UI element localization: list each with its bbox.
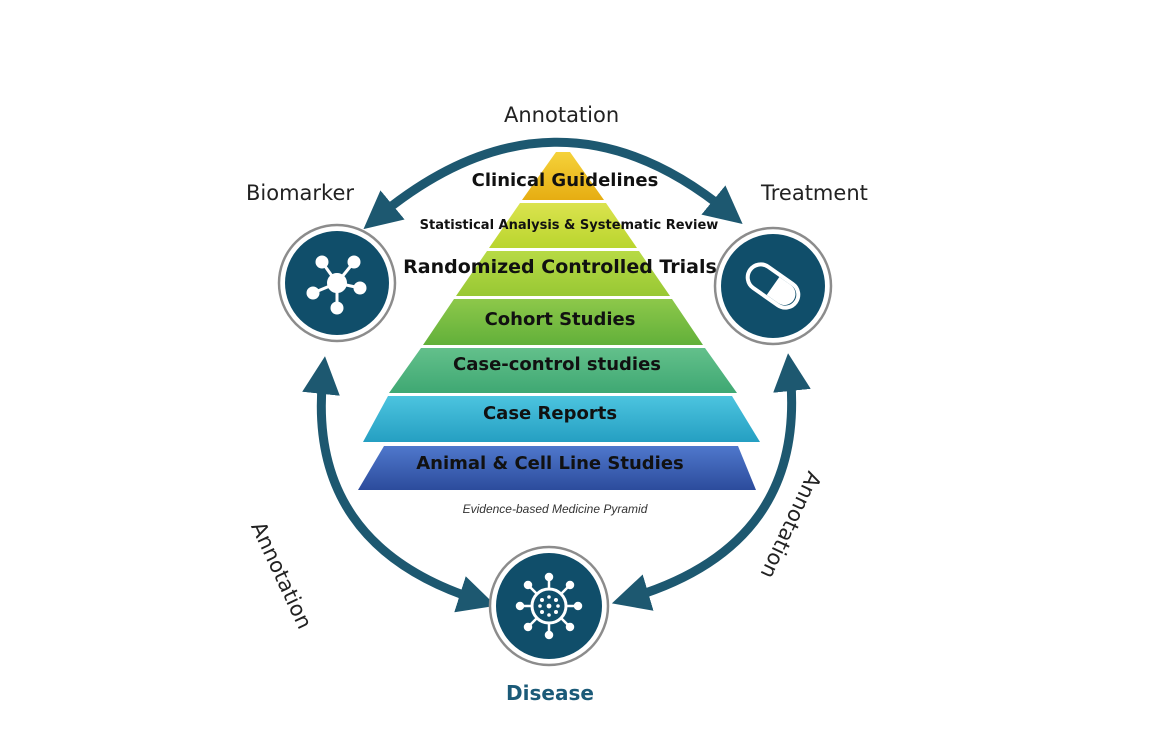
tier-1-shape [522,152,604,200]
tier-7-shape [358,446,756,490]
top-annotation-label: Annotation [504,103,620,127]
right-arrow [611,353,811,611]
left-arrow [302,356,497,613]
biomarker-node [277,223,397,343]
tier-6-shape [363,396,760,442]
treatment-label: Treatment [761,181,868,205]
tier-7-label: Animal & Cell Line Studies [416,453,684,474]
tier-5-shape [389,348,737,393]
evidence-pyramid [358,152,760,490]
tier-6-label: Case Reports [482,403,618,424]
disease-label: Disease [506,681,594,705]
cycle-arrows [302,137,811,613]
pyramid-caption: Evidence-based Medicine Pyramid [462,502,648,516]
tier-4-label: Cohort Studies [484,309,636,330]
tier-4-shape [423,299,703,345]
tier-3-shape [456,251,670,296]
tier-5-label: Case-control studies [453,354,661,375]
disease-node [488,545,610,667]
treatment-node [713,226,833,346]
top-arrow [363,137,743,230]
tier-3-label: Randomized Controlled Trials [403,256,717,278]
tier-2-label: Statistical Analysis & Systematic Review [419,218,719,233]
molecule-network-icon [306,255,367,315]
capsule-pill-icon [745,262,801,310]
tier-1-label: Clinical Guidelines [471,170,659,191]
biomarker-label: Biomarker [246,181,355,205]
tier-2-shape [489,203,637,248]
virus-icon [515,572,583,640]
